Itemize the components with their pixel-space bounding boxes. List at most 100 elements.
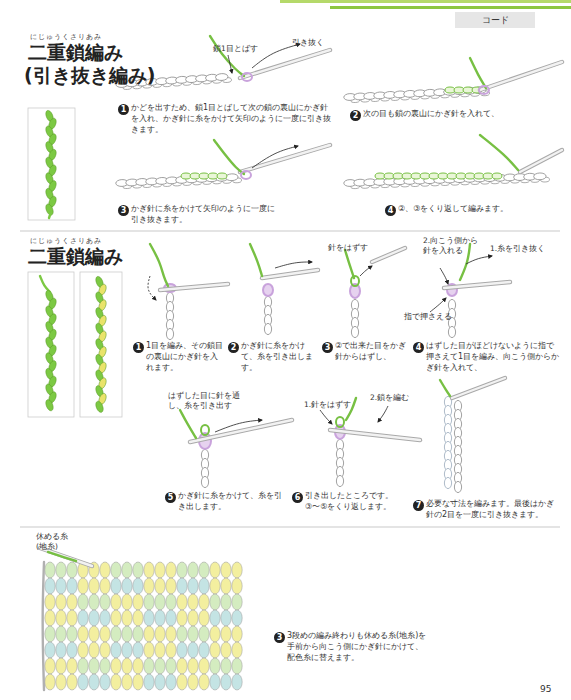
swatch-stitch — [210, 626, 220, 642]
swatch-stitch — [56, 674, 66, 690]
swatch-stitch — [232, 658, 242, 674]
crochet-hook — [480, 62, 562, 90]
callout-note: 1.針をはずす — [304, 400, 351, 410]
swatch-stitch — [122, 562, 132, 578]
slip-stitch — [402, 173, 412, 179]
swatch-stitch — [155, 562, 165, 578]
swatch-stitch — [56, 658, 66, 674]
step-number: 7 — [413, 500, 424, 511]
swatch-stitch — [199, 562, 209, 578]
swatch-stitch — [199, 642, 209, 658]
swatch-stitch — [188, 642, 198, 658]
chain-loop — [225, 174, 238, 181]
crochet-hook — [444, 282, 510, 288]
swatch-stitch — [221, 610, 231, 626]
swatch-stitch — [45, 594, 55, 610]
swatch-stitch — [78, 594, 88, 610]
crochet-hook — [160, 284, 228, 290]
step-caption: かぎ針に糸をかけて矢印のように一度に引き抜きます。 — [131, 203, 281, 225]
photo-frame — [28, 272, 74, 417]
swatch-stitch — [221, 594, 231, 610]
step-number: 1 — [133, 342, 144, 353]
callout-note: 休める糸 (地糸) — [36, 532, 80, 552]
swatch-stitch — [56, 578, 66, 594]
swatch-stitch — [210, 562, 220, 578]
swatch-stitch — [199, 594, 209, 610]
swatch-stitch — [199, 610, 209, 626]
crochet-hook — [240, 145, 330, 172]
yarn — [250, 244, 262, 276]
swatch-stitch — [155, 594, 165, 610]
swatch-stitch — [188, 674, 198, 690]
slip-stitch — [420, 173, 430, 179]
swatch-stitch — [111, 594, 121, 610]
swatch-stitch — [122, 626, 132, 642]
swatch-stitch — [45, 658, 55, 674]
page-number: 95 — [540, 684, 551, 694]
swatch-stitch — [45, 674, 55, 690]
swatch-stitch — [89, 610, 99, 626]
step-number: 4 — [413, 342, 424, 353]
yarn-loop — [479, 86, 489, 94]
slip-stitch — [217, 173, 227, 179]
swatch-stitch — [188, 626, 198, 642]
swatch-stitch — [100, 578, 110, 594]
swatch-stitch — [177, 578, 187, 594]
chain-stitches — [344, 86, 490, 103]
motion-arrow — [466, 256, 492, 264]
callout-note: 2.向こう側から針を入れる — [423, 236, 481, 256]
chain-stitches — [344, 173, 550, 189]
swatch-stitch — [78, 674, 88, 690]
yarn — [440, 380, 450, 396]
swatch-stitch — [89, 674, 99, 690]
swatch-stitch — [199, 674, 209, 690]
swatch-stitch — [210, 578, 220, 594]
tab-label: コード — [482, 14, 509, 27]
slip-stitch — [393, 173, 403, 179]
crochet-hook — [190, 420, 292, 442]
swatch-stitch — [56, 562, 66, 578]
swatch-stitch — [199, 626, 209, 642]
step-caption: 次の目も鎖の裏山にかぎ針を入れて、 — [363, 108, 553, 119]
header-bar — [280, 0, 571, 3]
swatch-stitch — [144, 626, 154, 642]
slip-stitch — [411, 173, 421, 179]
slip-stitch — [456, 173, 466, 179]
swatch-stitch — [67, 610, 77, 626]
swatch-stitch — [45, 562, 55, 578]
swatch-stitch — [133, 562, 143, 578]
swatch-stitch — [122, 578, 132, 594]
slip-stitch — [190, 173, 200, 179]
slip-stitch — [447, 173, 457, 179]
swatch-stitch — [45, 578, 55, 594]
swatch-stitch — [177, 594, 187, 610]
swatch-stitch — [221, 674, 231, 690]
step-caption: ②、③をくり返して編みます。 — [398, 203, 548, 214]
swatch-stitch — [144, 562, 154, 578]
section-heading: 二重鎖編み — [28, 245, 123, 268]
chain-loop — [448, 326, 455, 337]
chain-loop — [351, 326, 358, 337]
chain-loop — [336, 475, 343, 486]
yarn — [49, 212, 51, 218]
chain-loop — [215, 73, 228, 81]
slip-stitch — [429, 173, 439, 179]
yarn — [210, 36, 244, 76]
swatch-stitch — [166, 658, 176, 674]
chain-loop — [201, 476, 208, 487]
slip-stitch — [492, 173, 502, 179]
motion-arrow — [252, 146, 298, 168]
step-number: 1 — [118, 104, 129, 115]
crochet-hook — [330, 430, 420, 440]
step-caption: かぎ針に糸をかけて、糸を引き出します。 — [241, 340, 319, 374]
swatch-stitch — [45, 610, 55, 626]
slip-stitch — [181, 173, 191, 179]
swatch-stitch — [56, 642, 66, 658]
swatch-stitch — [232, 562, 242, 578]
swatch-stitch — [78, 578, 88, 594]
step-caption: 1目を編み、その鎖目の裏山にかぎ針を入れます。 — [146, 340, 224, 374]
slip-stitch — [375, 173, 385, 179]
crochet-hook — [240, 50, 330, 78]
swatch-stitch — [133, 610, 143, 626]
